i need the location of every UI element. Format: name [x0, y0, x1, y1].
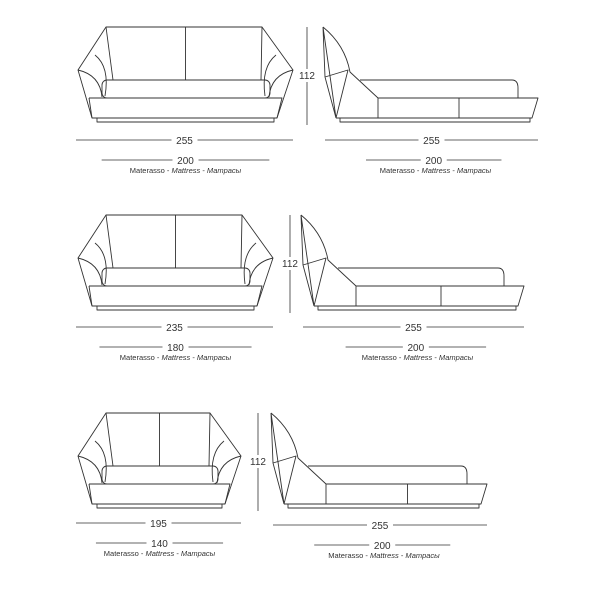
mattress-front	[101, 79, 271, 99]
separator: -	[432, 353, 439, 362]
headboard-seams	[105, 26, 263, 81]
mattress-width-value: 180	[167, 343, 184, 354]
separator: -	[139, 549, 146, 558]
mattress-side	[338, 267, 505, 286]
label-ru: Матрасы	[207, 166, 242, 175]
mattress-label: Materasso - Mattress - Матрасы	[120, 353, 232, 362]
label-ru: Матрасы	[457, 166, 492, 175]
label-en: Mattress	[370, 551, 399, 560]
separator: -	[450, 166, 457, 175]
label-it: Materasso	[120, 353, 155, 362]
label-it: Materasso	[104, 549, 139, 558]
label-en: Mattress	[145, 549, 174, 558]
label-it: Materasso	[130, 166, 165, 175]
mattress-label: Materasso - Mattress - Матрасы	[380, 166, 492, 175]
mattress-label: Materasso - Mattress - Матрасы	[104, 549, 216, 558]
mattress-width-value: 140	[151, 539, 168, 550]
front-width-value: 195	[150, 519, 167, 530]
front-width-value: 255	[176, 136, 193, 147]
bed-frame-front	[88, 97, 283, 119]
bed-frame-side	[314, 285, 525, 307]
plinth-front	[96, 503, 223, 509]
height-value: 112	[250, 457, 266, 468]
separator: -	[165, 166, 172, 175]
mattress-label: Materasso - Mattress - Матрасы	[362, 353, 474, 362]
separator: -	[200, 166, 207, 175]
height-value: 112	[282, 259, 298, 270]
label-it: Materasso	[362, 353, 397, 362]
right-wing-curves	[211, 440, 242, 484]
mattress-label: Materasso - Mattress - Матрасы	[328, 551, 440, 560]
plinth-side	[287, 503, 480, 509]
label-en: Mattress	[171, 166, 200, 175]
bed-frame-side	[336, 97, 539, 119]
plinth-side	[317, 305, 517, 311]
front-width-value: 235	[166, 323, 183, 334]
separator: -	[399, 551, 406, 560]
plinth-side	[339, 117, 531, 123]
plinth-front	[96, 305, 255, 311]
side-length-value: 255	[372, 521, 389, 532]
separator: -	[363, 551, 370, 560]
separator: -	[190, 353, 197, 362]
right-wing-curves	[243, 242, 274, 286]
bed-frame-front	[88, 285, 263, 307]
headboard-side	[322, 26, 379, 119]
separator: -	[174, 549, 181, 558]
left-wing-curves	[77, 54, 107, 98]
separator: -	[415, 166, 422, 175]
label-it: Materasso	[380, 166, 415, 175]
headboard-seams	[105, 214, 243, 269]
label-en: Mattress	[421, 166, 450, 175]
mattress-side	[308, 465, 468, 484]
label-en: Mattress	[403, 353, 432, 362]
side-mattress-length-value: 200	[408, 343, 425, 354]
side-length-value: 255	[423, 136, 440, 147]
side-mattress-length-value: 200	[425, 156, 442, 167]
mattress-label: Materasso - Mattress - Матрасы	[130, 166, 242, 175]
label-ru: Матрасы	[439, 353, 474, 362]
left-wing-curves	[77, 242, 107, 286]
label-it: Materasso	[328, 551, 363, 560]
label-ru: Матрасы	[405, 551, 440, 560]
right-wing-curves	[263, 54, 294, 98]
side-length-value: 255	[405, 323, 422, 334]
height-value: 112	[299, 71, 315, 82]
bed-frame-front	[88, 483, 231, 505]
separator: -	[155, 353, 162, 362]
mattress-front	[101, 465, 219, 485]
side-mattress-length-value: 200	[374, 541, 391, 552]
left-wing-curves	[77, 440, 107, 484]
mattress-side	[360, 79, 519, 98]
label-en: Mattress	[161, 353, 190, 362]
separator: -	[397, 353, 404, 362]
label-ru: Матрасы	[197, 353, 232, 362]
bed-frame-side	[284, 483, 488, 505]
headboard-side	[300, 214, 357, 307]
mattress-front	[101, 267, 251, 287]
mattress-width-value: 200	[177, 156, 194, 167]
headboard-side	[270, 412, 327, 505]
headboard-seams	[105, 412, 211, 467]
plinth-front	[96, 117, 275, 123]
label-ru: Матрасы	[181, 549, 216, 558]
